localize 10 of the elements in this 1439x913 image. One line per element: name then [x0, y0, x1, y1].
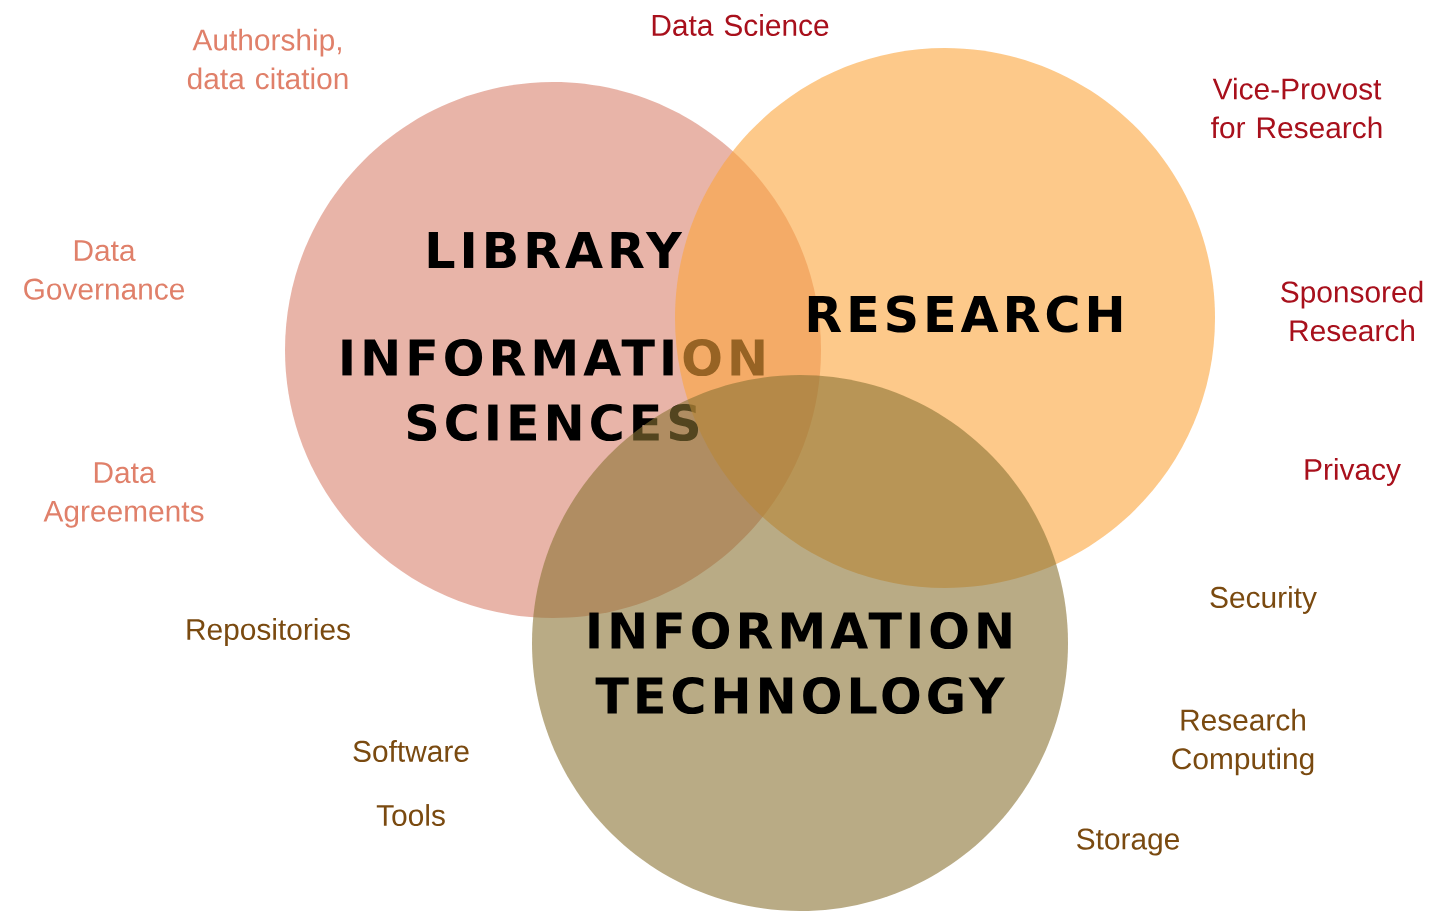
- label-text: Security: [1210, 586, 1317, 614]
- label-text: Data Agreements: [43, 462, 204, 528]
- label-text: Research Computing: [1172, 708, 1314, 776]
- label-text: Data Governance: [24, 240, 185, 300]
- label-text: Sponsored Research: [1281, 280, 1423, 342]
- label-text: Repositories: [187, 618, 350, 646]
- label-text: Data Science: [652, 14, 829, 36]
- label-text: Tools: [376, 804, 445, 826]
- label-text: Privacy: [1305, 458, 1401, 486]
- label-text: Software: [353, 740, 469, 762]
